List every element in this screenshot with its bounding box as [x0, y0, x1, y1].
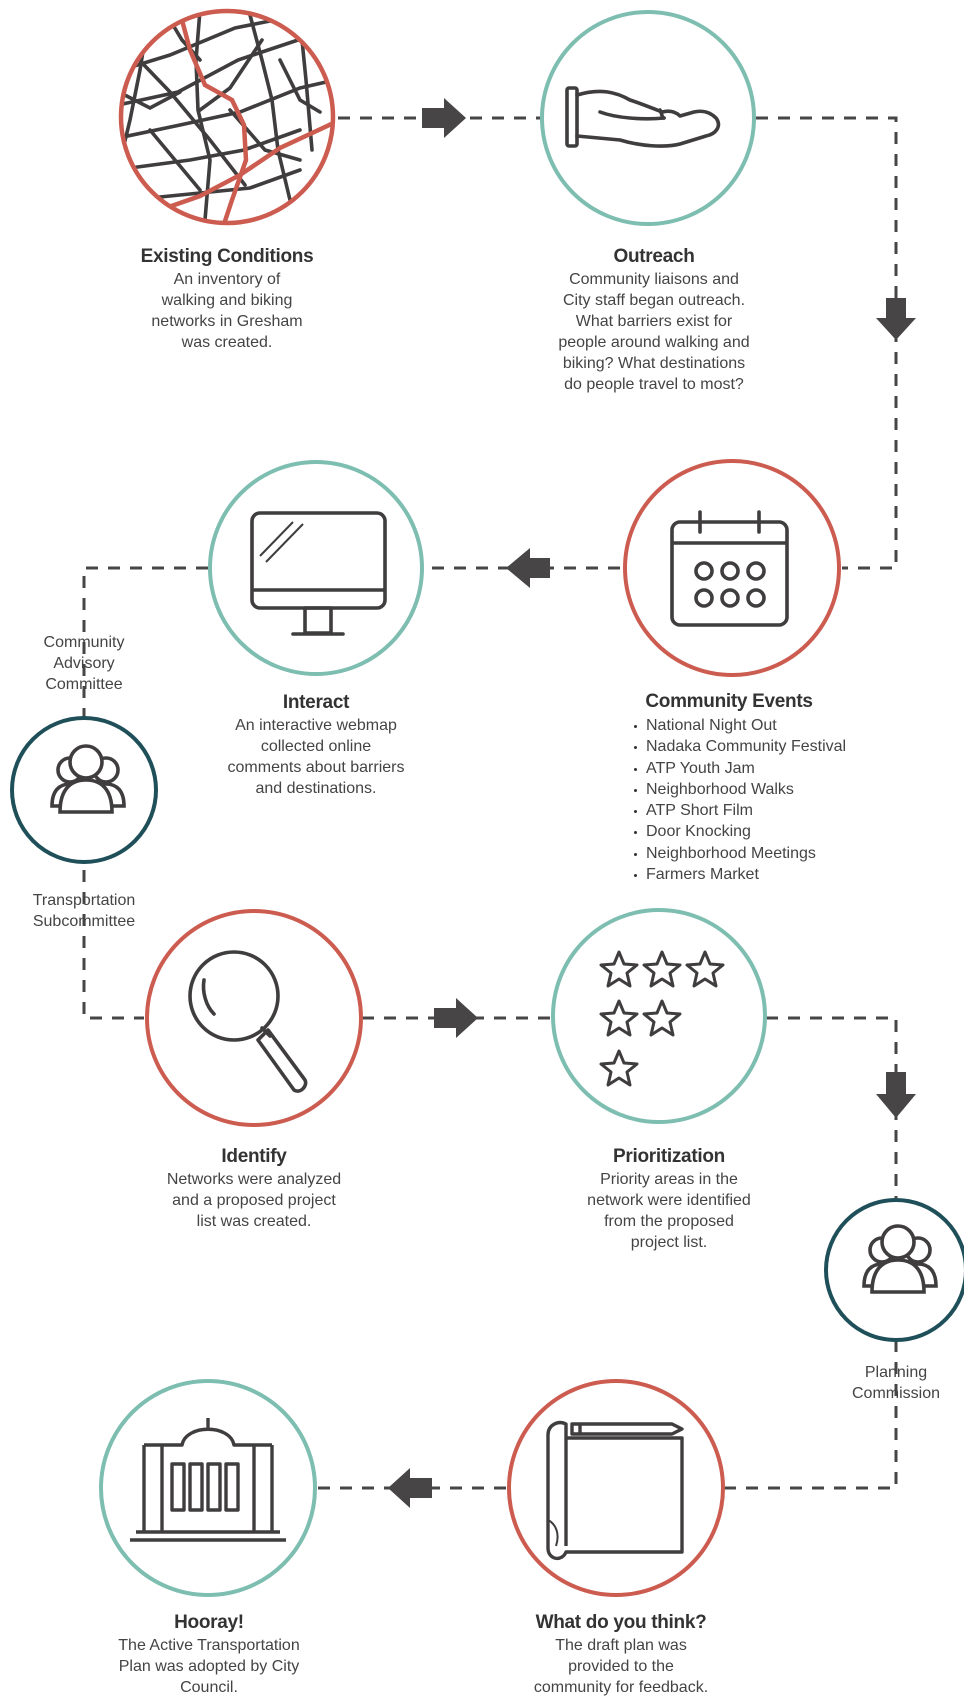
step-description-line: and destinations. [255, 780, 377, 797]
committee-line: Community [43, 634, 125, 651]
people-group-icon [862, 1224, 938, 1294]
committee-line: Commission [851, 1385, 940, 1402]
step-description-line: Community liaisons and [569, 271, 739, 288]
step-description-line: provided to the [568, 1658, 674, 1675]
step-description-line: What barriers exist for [575, 313, 733, 330]
city-hall-icon [130, 1418, 286, 1542]
arrow-right-icon [434, 998, 478, 1038]
step-description-line: networks in Gresham [151, 313, 303, 330]
list-item: Nadaka Community Festival [634, 736, 846, 757]
step-title: Prioritization [613, 1146, 725, 1167]
flow-arrows [388, 98, 916, 1508]
interact-label: Interact An interactive webmap collected… [206, 692, 426, 799]
calendar-icon [670, 510, 789, 627]
step-description-line: The draft plan was [555, 1637, 687, 1654]
community-advisory-committee-label: Community Advisory Committee [14, 632, 154, 695]
step-description-line: Priority areas in the [600, 1171, 738, 1188]
list-item: ATP Youth Jam [634, 758, 846, 779]
existing-conditions-circle [118, 8, 336, 226]
list-item: Neighborhood Meetings [634, 843, 846, 864]
step-description-line: from the proposed [604, 1213, 734, 1230]
step-description-line: and a proposed project [172, 1192, 336, 1209]
step-description-line: project list. [630, 1234, 708, 1251]
monitor-icon [250, 511, 387, 636]
committee-line: Transportation [32, 892, 136, 909]
step-description-line: people around walking and [558, 334, 750, 351]
interact-circle [208, 460, 424, 676]
step-title: Hooray! [174, 1612, 244, 1633]
step-title: Community Events [645, 691, 813, 712]
list-item: Farmers Market [634, 864, 846, 885]
planning-commission-label: Planning Commission [826, 1362, 964, 1404]
arrow-right-icon [422, 98, 466, 138]
arrow-down-icon [876, 298, 916, 340]
street-map-icon [118, 8, 336, 226]
prioritization-label: Prioritization Priority areas in the net… [554, 1146, 784, 1253]
list-item: National Night Out [634, 715, 846, 736]
outreach-label: Outreach Community liaisons and City sta… [528, 246, 780, 395]
arrow-down-icon [876, 1072, 916, 1118]
step-description-line: list was created. [196, 1213, 312, 1230]
connector-outreach-events [756, 116, 898, 570]
step-title: What do you think? [535, 1612, 707, 1633]
step-description-line: do people travel to most? [564, 376, 744, 393]
step-description-line: biking? What destinations [562, 355, 746, 372]
identify-circle [145, 909, 363, 1127]
arrow-left-icon [506, 548, 550, 588]
connector-pc-think [724, 1340, 898, 1490]
step-description-line: Council. [180, 1679, 238, 1696]
community-events-label: Community Events [624, 691, 834, 714]
committee-line: Advisory [53, 655, 115, 672]
prioritization-circle [551, 908, 767, 1124]
step-description-line: was created. [181, 334, 273, 351]
step-description-line: An inventory of [173, 271, 281, 288]
people-group-icon [50, 744, 126, 814]
step-description-line: comments about barriers [227, 759, 405, 776]
step-title: Outreach [613, 246, 695, 267]
step-description-line: The Active Transportation [118, 1637, 300, 1654]
step-description-line: City staff began outreach. [562, 292, 746, 309]
step-title: Interact [282, 692, 350, 713]
step-description-line: community for feedback. [533, 1679, 709, 1696]
open-hand-icon [565, 86, 721, 148]
arrow-left-icon [388, 1468, 432, 1508]
existing-conditions-label: Existing Conditions An inventory of walk… [122, 246, 332, 353]
hooray-label: Hooray! The Active Transportation Plan w… [94, 1612, 324, 1698]
identify-label: Identify Networks were analyzed and a pr… [144, 1146, 364, 1232]
committee-line: Committee [45, 676, 123, 693]
step-description-line: network were identified [587, 1192, 751, 1209]
community-events-circle [623, 459, 841, 677]
what-do-you-think-circle [507, 1379, 725, 1597]
list-item: ATP Short Film [634, 800, 846, 821]
list-item: Door Knocking [634, 821, 846, 842]
step-description-line: An interactive webmap [235, 717, 397, 734]
stars-rating-icon [599, 950, 725, 1087]
list-item: Neighborhood Walks [634, 779, 846, 800]
step-description-line: walking and biking [161, 292, 293, 309]
transportation-subcommittee-label: Transportation Subcommittee [4, 890, 164, 932]
what-do-you-think-label: What do you think? The draft plan was pr… [506, 1612, 736, 1698]
connector-interact-cac [82, 566, 208, 720]
step-title: Existing Conditions [140, 246, 314, 267]
committee-line: Planning [864, 1364, 928, 1381]
step-description-line: Networks were analyzed [166, 1171, 342, 1188]
step-description-line: collected online [260, 738, 372, 755]
connector-prioritization-pc [766, 1016, 898, 1198]
connector-ts-identify [82, 870, 144, 1020]
document-pencil-icon [546, 1420, 684, 1560]
community-events-list: National Night Out Nadaka Community Fest… [634, 715, 846, 885]
step-title: Identify [221, 1146, 287, 1167]
magnifier-icon [188, 950, 308, 1093]
step-description-line: Plan was adopted by City [118, 1658, 300, 1675]
committee-line: Subcommittee [32, 913, 136, 930]
